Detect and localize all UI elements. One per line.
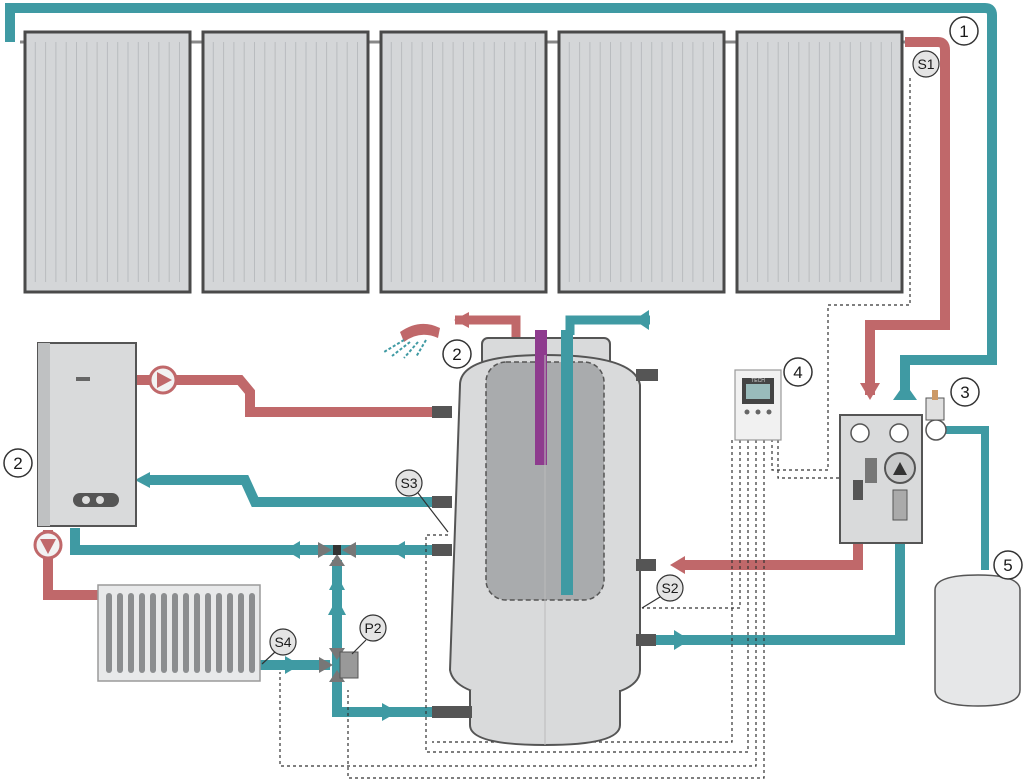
arrow-up-valve	[328, 598, 346, 615]
gas-boiler	[37, 342, 137, 527]
hot-pipe-collector-flow	[865, 37, 950, 395]
three-way-valve-p2	[319, 648, 359, 682]
arrow-hot-down-pump	[860, 383, 880, 400]
radiator-fin	[183, 593, 189, 673]
cold-pipe-heating-return	[70, 528, 440, 555]
callout-2-shower: 2	[442, 339, 472, 369]
callout-1: 1	[949, 16, 979, 46]
solar-controller: TECH	[734, 369, 782, 441]
callout-3-label: 3	[960, 383, 969, 402]
sensor-s2-label: S2	[661, 580, 678, 596]
radiator-fin	[205, 593, 211, 673]
radiator-fins	[106, 593, 255, 673]
callout-4-label: 4	[793, 363, 802, 382]
panel-fins	[34, 42, 892, 282]
hot-pipe-shower	[455, 315, 521, 340]
pump-radiator	[33, 530, 63, 560]
radiator-fin	[161, 593, 167, 673]
callout-5: 5	[993, 550, 1023, 580]
arrow-hot-to-tank	[670, 556, 685, 574]
radiator-fin	[238, 593, 244, 673]
arrow-left-1	[285, 541, 300, 559]
arrow-hot-shower	[454, 312, 469, 328]
callout-1-label: 1	[959, 22, 968, 41]
sensor-s4-label: S4	[274, 634, 291, 650]
radiator-fin	[150, 593, 156, 673]
storage-tank	[432, 330, 658, 747]
sensor-s2: S2	[641, 574, 684, 609]
valve-p2-tag: P2	[351, 614, 387, 655]
radiator-fin	[172, 593, 178, 673]
radiator-fin	[249, 593, 255, 673]
controller-brand: TECH	[751, 378, 765, 384]
callout-2-boiler-label: 2	[13, 454, 22, 473]
hot-pipe-boiler-flow	[135, 375, 440, 417]
radiator-fin	[227, 593, 233, 673]
callout-2-boiler: 2	[3, 448, 33, 478]
callout-4: 4	[783, 357, 813, 387]
radiator-fin	[139, 593, 145, 673]
safety-group	[925, 390, 947, 441]
pump-boiler-flow	[148, 365, 178, 395]
arrow-up-valve-2	[329, 575, 345, 590]
shower-head	[383, 323, 440, 359]
radiator-fin	[128, 593, 134, 673]
cold-pipe-boiler-return	[150, 475, 440, 507]
radiator	[97, 584, 261, 682]
arrow-cold-coil-out	[674, 630, 690, 650]
arrow-tank-bottom-in	[382, 703, 398, 721]
radiator-fin	[216, 593, 222, 673]
radiator-fin	[106, 593, 112, 673]
arrow-boiler-return	[135, 472, 150, 488]
callout-3: 3	[950, 377, 980, 407]
arrow-left-2	[390, 541, 405, 559]
expansion-vessel	[934, 574, 1021, 707]
sensor-s1-label: S1	[917, 56, 934, 72]
sensor-wires	[279, 78, 911, 779]
callout-2-shower-label: 2	[452, 345, 461, 364]
arrow-cold-up-pump	[893, 383, 917, 400]
callout-5-label: 5	[1003, 556, 1012, 575]
valve-p2-label: P2	[364, 620, 381, 636]
cold-pipe-coil-return	[650, 530, 905, 645]
sensor-s3: S3	[395, 469, 449, 533]
three-way-valve-top	[318, 542, 356, 566]
cold-pipe-collector-return	[5, 3, 997, 395]
sensor-s1: S1	[912, 50, 940, 78]
cold-pipe-expansion	[945, 426, 989, 570]
flow-arrows	[135, 310, 917, 721]
hot-pipe-to-tank-coil	[685, 520, 863, 570]
arrow-rad-return	[285, 656, 300, 674]
sensor-s3-label: S3	[400, 475, 417, 491]
radiator-fin	[194, 593, 200, 673]
solar-pump-station	[839, 414, 923, 544]
cold-pipe-valve-vertical	[332, 560, 440, 717]
radiator-fin	[117, 593, 123, 673]
solar-collector-array	[20, 30, 905, 294]
sensor-s4: S4	[261, 628, 297, 665]
arrow-cold-in	[634, 310, 649, 330]
